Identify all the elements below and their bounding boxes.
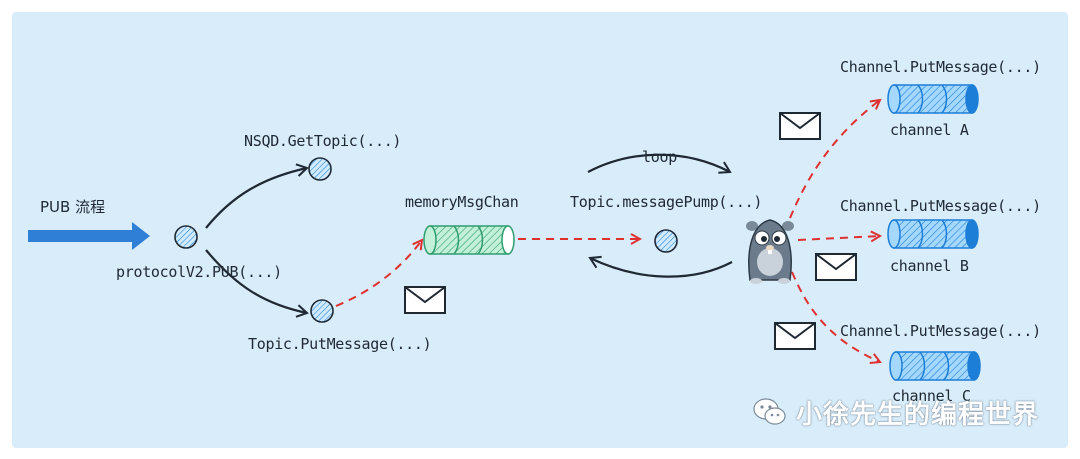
arrow-to-put-message [205,249,309,318]
arrow-loop [587,153,732,174]
arrow-return [588,255,733,278]
watermark-text: 小徐先生的编程世界 [796,399,1040,430]
channel-b-queue-icon [887,219,979,249]
channel-a-queue-icon [887,84,979,114]
envelope-icon [404,286,446,314]
channel-a-name-label: channel A [890,121,969,139]
channel-c-call-label: Channel.PutMessage(...) [840,322,1041,340]
loop-label: loop [642,148,677,166]
put-message-node [310,299,334,323]
dash-to-channel-a [789,100,880,219]
protocol-node [174,225,198,249]
envelope-icon [779,112,821,140]
get-topic-node [308,157,332,181]
channel-c-queue-icon [889,351,981,381]
channel-b-name-label: channel B [890,257,969,275]
envelope-icon [774,322,816,350]
message-pump-label: Topic.messagePump(...) [570,193,763,211]
message-pump-node [654,229,678,253]
memory-chan-label: memoryMsgChan [405,193,519,211]
envelope-icon [815,253,857,281]
gopher-mascot-icon [746,219,794,284]
channel-c-name-label: channel C [892,387,971,405]
entry-arrow [28,222,150,250]
flow-title: PUB 流程 [40,198,106,216]
channel-a-call-label: Channel.PutMessage(...) [840,58,1041,76]
arrow-to-get-topic [205,163,309,229]
dash-to-channel-b [797,236,880,240]
wechat-logo-icon [753,398,786,425]
get-topic-label: NSQD.GetTopic(...) [244,132,402,150]
channel-b-call-label: Channel.PutMessage(...) [840,197,1041,215]
memory-queue-icon [423,225,515,255]
dash-to-channel-c [791,271,880,362]
watermark: 小徐先生的编程世界 [752,392,1039,432]
protocol-label: protocolV2.PUB(...) [116,263,282,281]
put-message-label: Topic.PutMessage(...) [248,335,432,353]
